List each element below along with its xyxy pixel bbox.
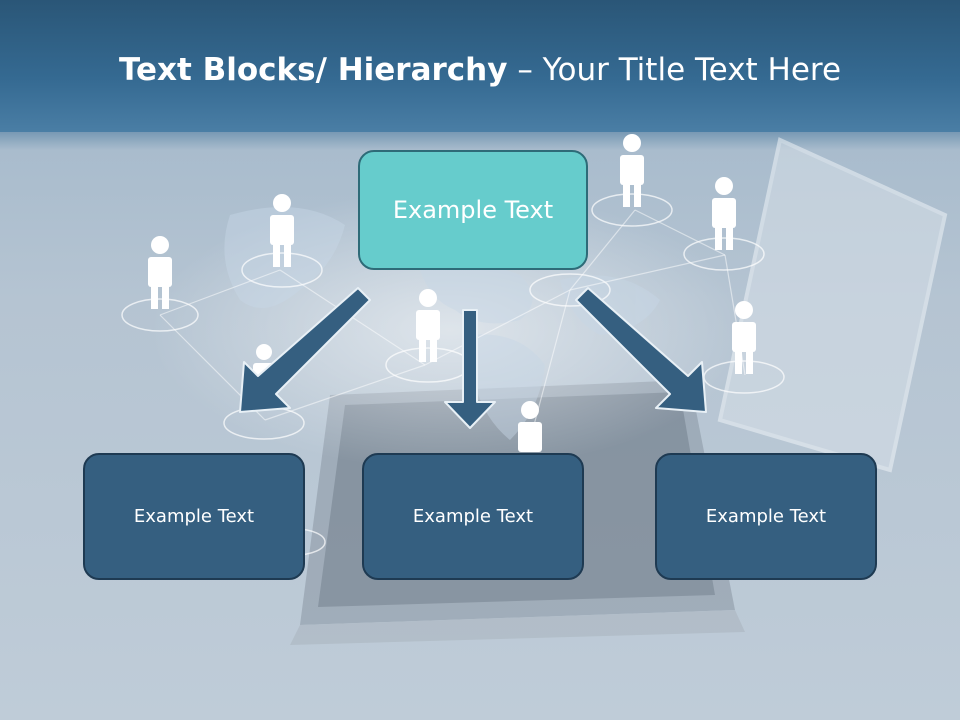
title-bold-part: Text Blocks/ Hierarchy — [118, 52, 508, 88]
child-block-right-label: Example Text — [705, 506, 827, 527]
title-separator: – — [517, 52, 533, 88]
title-rest-part: Your Title Text Here — [542, 52, 842, 88]
top-level-block[interactable]: Example Text — [358, 150, 588, 270]
child-block-left[interactable]: Example Text — [83, 453, 305, 580]
child-block-center-label: Example Text — [412, 506, 534, 527]
child-block-center[interactable]: Example Text — [362, 453, 584, 580]
title-bar — [0, 0, 960, 132]
top-level-block-label: Example Text — [392, 196, 554, 224]
child-block-left-label: Example Text — [133, 506, 255, 527]
slide-title: Text Blocks/ Hierarchy – Your Title Text… — [0, 52, 960, 88]
child-block-right[interactable]: Example Text — [655, 453, 877, 580]
